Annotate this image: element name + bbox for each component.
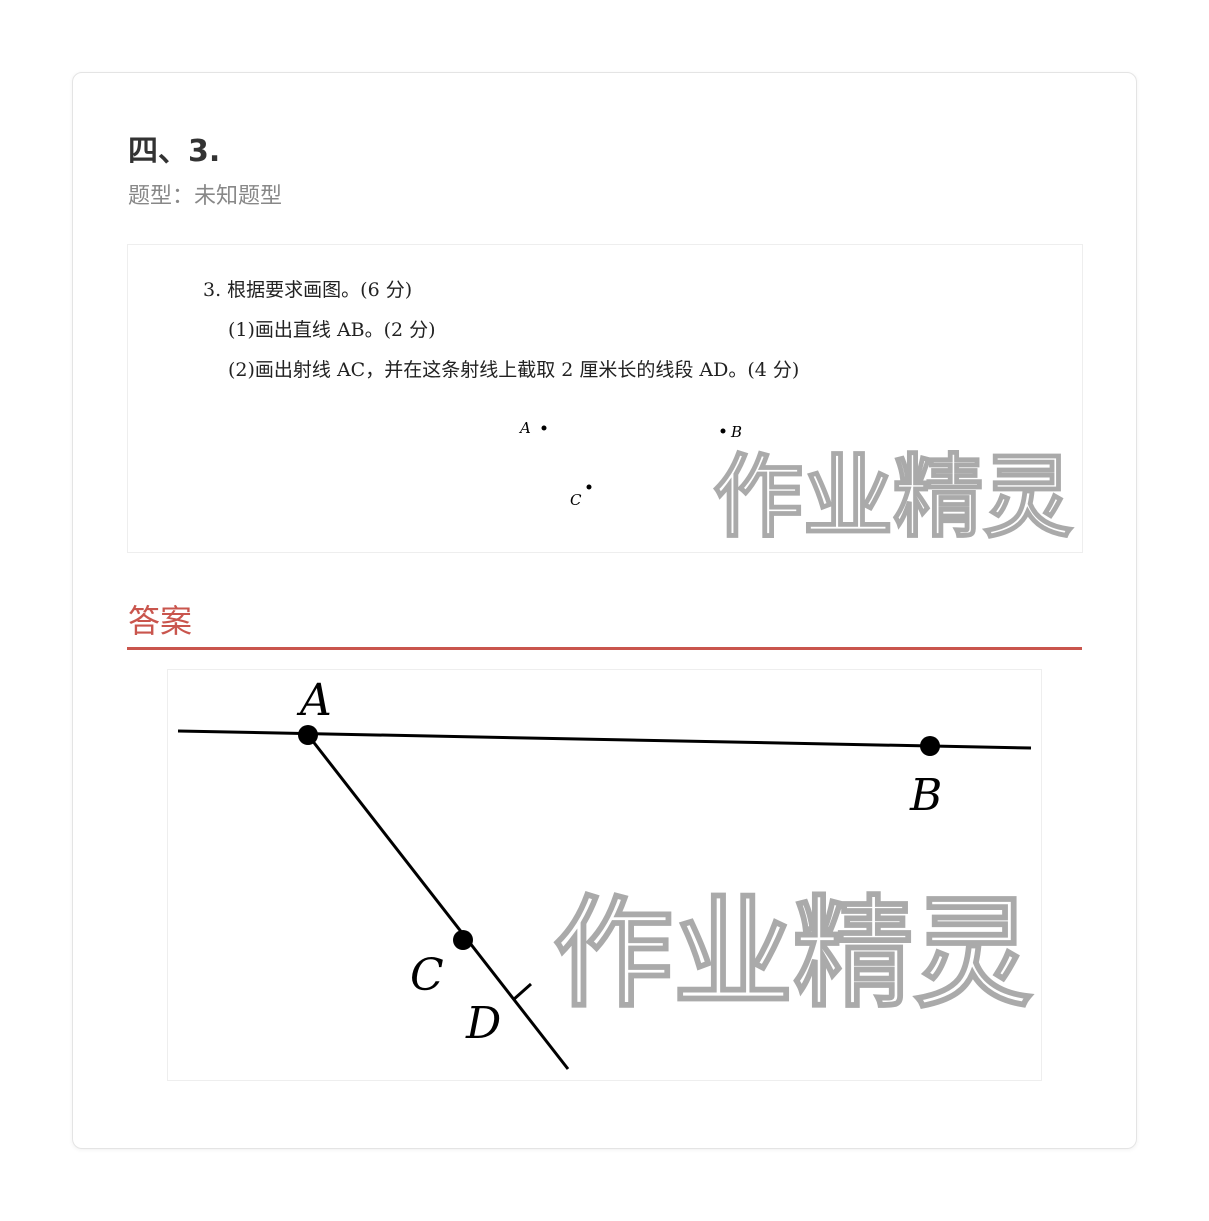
answer-image: A B C D 作业精灵 [167, 669, 1042, 1081]
question-line: 3. 根据要求画图。(6 分) [203, 279, 413, 301]
label-a: A [296, 675, 332, 726]
question-title: 四、3. [128, 134, 221, 169]
tick-d [512, 982, 532, 1002]
label-a: A [518, 419, 531, 437]
point-c [586, 484, 592, 490]
label-d: D [465, 998, 501, 1049]
label-c: C [570, 491, 582, 509]
question-line: (1)画出直线 AB。(2 分) [228, 319, 436, 341]
question-card [72, 72, 1137, 1149]
point-b [720, 428, 726, 434]
question-type: 题型：未知题型 [128, 184, 283, 209]
answer-diagram: A B C D [177, 675, 1032, 1070]
answer-divider [127, 647, 1082, 650]
label-c: C [410, 950, 444, 1001]
question-points: A B C [518, 419, 742, 509]
question-image: 3. 根据要求画图。(6 分) (1)画出直线 AB。(2 分) (2)画出射线… [127, 244, 1083, 553]
line-ab [177, 729, 1032, 750]
point-c [453, 930, 473, 950]
watermark: 作业精灵 [712, 445, 1074, 550]
question-line: (2)画出射线 AC，并在这条射线上截取 2 厘米长的线段 AD。(4 分) [228, 359, 800, 381]
watermark: 作业精灵 [552, 885, 1034, 1024]
point-a [298, 725, 318, 745]
ray-ac [306, 734, 570, 1070]
answer-heading: 答案 [128, 602, 193, 640]
label-b: B [730, 423, 742, 441]
point-a [541, 425, 547, 431]
label-b: B [909, 770, 942, 821]
point-b [920, 736, 940, 756]
